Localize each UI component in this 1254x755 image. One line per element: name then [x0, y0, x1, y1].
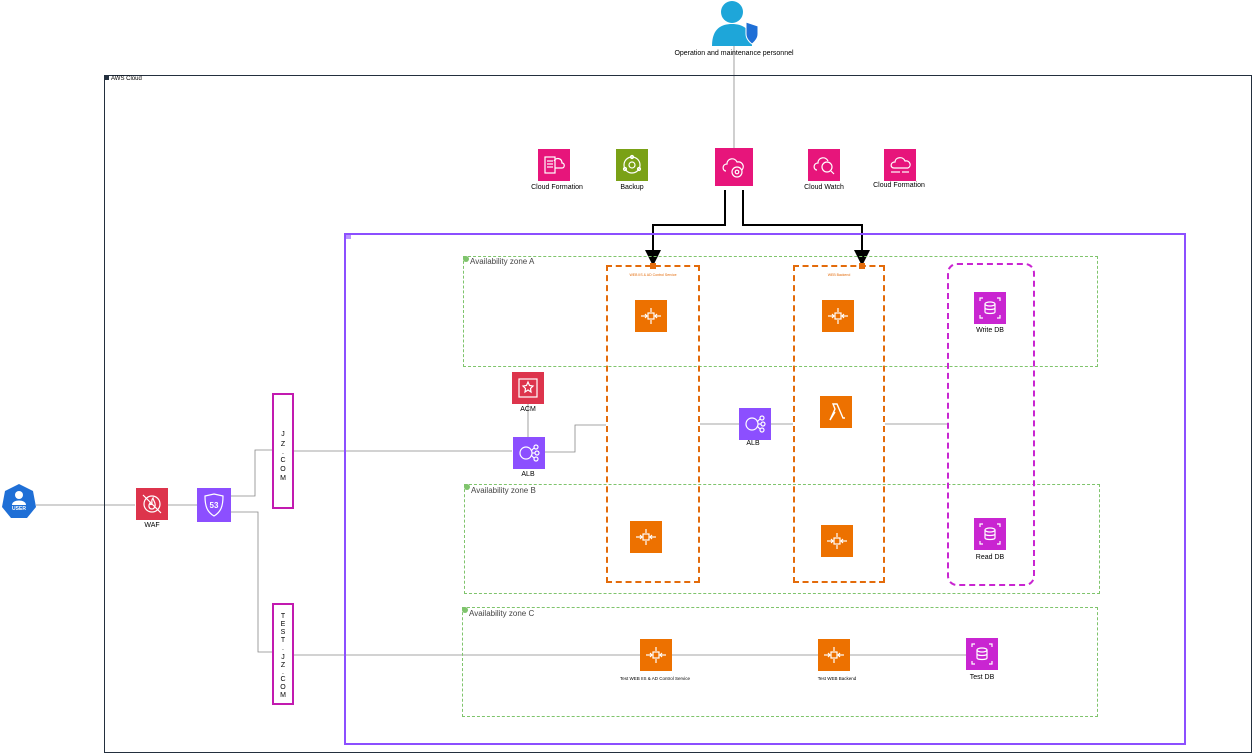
domain-test-char: S — [280, 629, 286, 636]
rds-write-db-icon[interactable] — [974, 292, 1006, 324]
test-ec2-backend-icon[interactable] — [818, 639, 850, 671]
acm-icon[interactable] — [512, 372, 544, 404]
user-icon[interactable] — [1, 483, 37, 519]
cloudwatch-label: Cloud Watch — [804, 184, 844, 191]
waf-label: WAF — [144, 522, 160, 529]
domain-test-char: J — [281, 654, 285, 661]
domain-jz-com-char: O — [280, 466, 286, 473]
domain-test-jz-com-box[interactable]: T E S T . J Z . C O M — [272, 603, 294, 705]
database-group — [947, 263, 1035, 586]
cloudwatch-icon — [808, 149, 840, 181]
cloudformation-label-1: Cloud Formation — [531, 184, 583, 191]
vpc-icon — [346, 235, 351, 239]
web-backend-group — [793, 265, 885, 583]
operator-label: Operation and maintenance personnel — [674, 50, 794, 57]
alb-icon[interactable] — [739, 408, 771, 440]
cloudformation-icon — [884, 149, 916, 181]
zone-a-title: Availability zone A — [470, 257, 535, 266]
domain-test-char: T — [280, 613, 286, 620]
cloudformation-label-2: Cloud Formation — [873, 182, 925, 189]
test-db-icon[interactable] — [966, 638, 998, 670]
web-backend-group-icon — [859, 263, 865, 269]
domain-test-char: O — [280, 684, 286, 691]
aws-cloud-icon — [104, 75, 109, 80]
operator-icon — [710, 0, 760, 46]
write-db-label: Write DB — [976, 327, 1004, 334]
aws-cloud-group — [104, 75, 1252, 753]
domain-jz-com-char: C — [280, 457, 286, 464]
ec2-instance-icon[interactable] — [822, 300, 854, 332]
route53-icon[interactable]: 53 — [197, 488, 231, 522]
vpc-group — [344, 233, 1186, 745]
zone-a-icon — [463, 256, 469, 262]
ec2-instance-icon[interactable] — [821, 525, 853, 557]
availability-zone-c — [462, 607, 1098, 717]
domain-test-char: T — [280, 637, 286, 644]
domain-jz-com-box[interactable]: J Z . C O M — [272, 393, 294, 509]
alb-label-1: ALB — [521, 471, 535, 478]
domain-test-char: C — [280, 676, 286, 683]
domain-jz-com-char: . — [282, 449, 284, 456]
domain-test-char: M — [280, 692, 286, 699]
backup-icon — [616, 149, 648, 181]
read-db-label: Read DB — [975, 554, 1005, 561]
test-db-label: Test DB — [969, 674, 995, 681]
test-ec2-web-icon[interactable] — [640, 639, 672, 671]
ec2-instance-icon[interactable] — [630, 521, 662, 553]
lambda-icon[interactable] — [820, 396, 852, 428]
zone-c-icon — [462, 607, 468, 613]
zone-c-title: Availability zone C — [469, 609, 535, 618]
test-backend-label: Test WEB Backend — [817, 676, 857, 681]
alb-icon[interactable] — [513, 437, 545, 469]
alb-label-2: ALB — [746, 440, 760, 447]
waf-icon[interactable] — [136, 488, 168, 520]
web-iis-group-label: WEB IIS & AD Control Service — [629, 273, 677, 277]
availability-zone-b — [464, 484, 1100, 594]
domain-test-char: . — [282, 669, 284, 676]
domain-jz-com-char: M — [280, 475, 286, 482]
domain-test-char: . — [282, 645, 284, 652]
backup-label: Backup — [620, 184, 644, 191]
aws-cloud-label: AWS Cloud — [111, 76, 142, 82]
domain-test-char: Z — [280, 662, 286, 669]
domain-jz-com-char: J — [281, 431, 285, 438]
rds-read-db-icon[interactable] — [974, 518, 1006, 550]
test-web-label: Test WEB IIS & AD Control Service — [619, 676, 691, 681]
cloud-config-icon[interactable] — [715, 148, 753, 186]
domain-test-char: E — [280, 621, 286, 628]
user-label: USER — [12, 506, 26, 512]
web-backend-group-label: WEB Backend — [827, 273, 851, 277]
acm-label: ACM — [520, 406, 536, 413]
ec2-instance-icon[interactable] — [635, 300, 667, 332]
zone-b-title: Availability zone B — [471, 486, 536, 495]
domain-jz-com-char: Z — [280, 441, 286, 448]
cloudformation-icon — [538, 149, 570, 181]
route53-label: 53 — [209, 500, 219, 510]
web-iis-group-icon — [650, 263, 656, 269]
availability-zone-a — [463, 256, 1098, 367]
zone-b-icon — [464, 484, 470, 490]
